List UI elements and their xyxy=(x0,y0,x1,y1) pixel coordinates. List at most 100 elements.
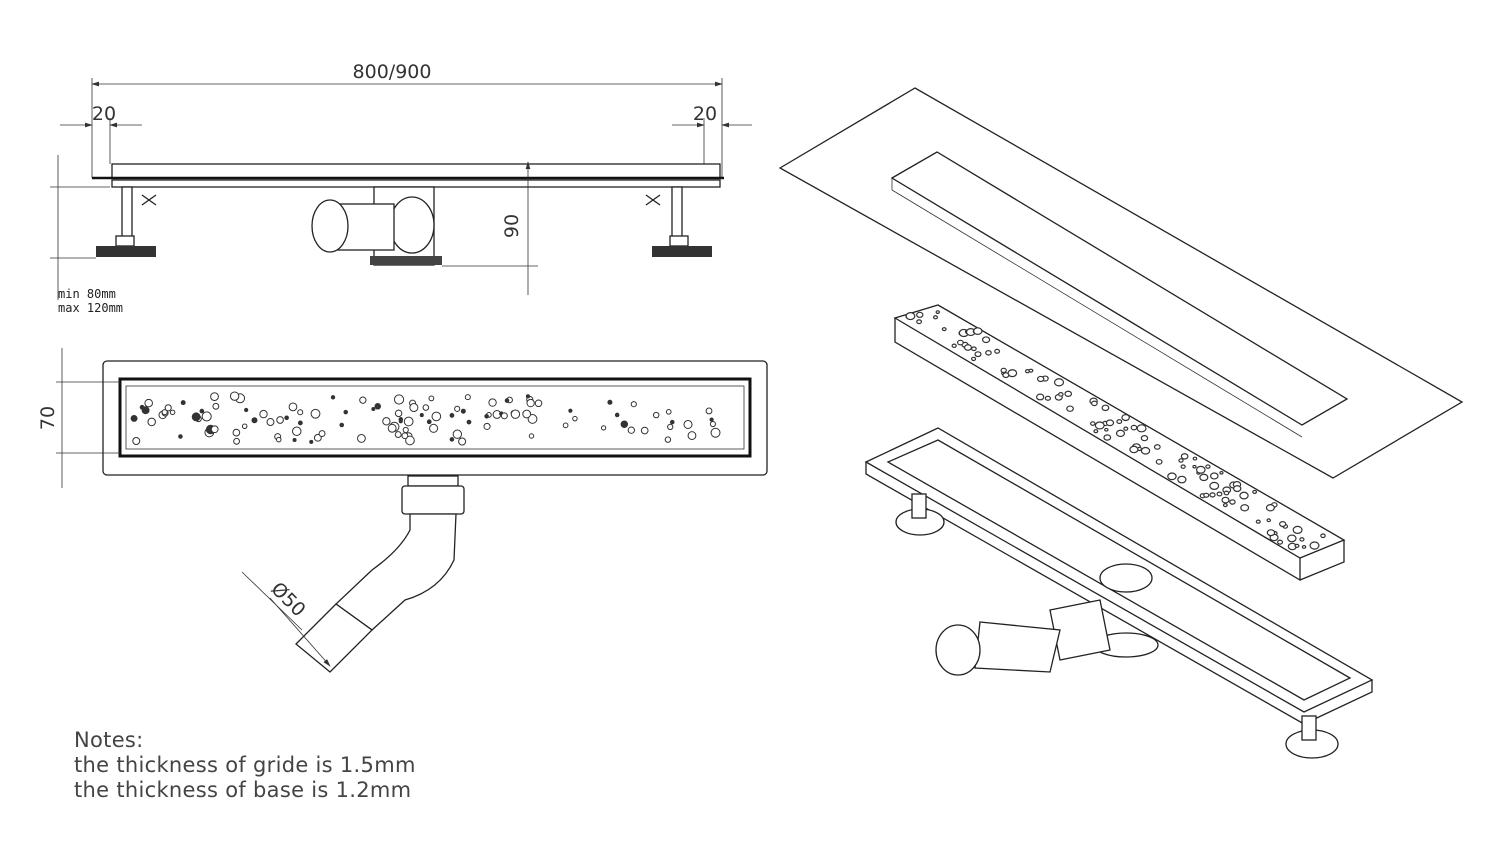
grate-hole xyxy=(232,428,241,437)
grate-hole xyxy=(212,402,220,410)
grate-hole xyxy=(614,412,620,418)
grate-hole xyxy=(1223,490,1230,496)
grate-hole xyxy=(244,407,249,413)
grate-hole xyxy=(916,311,924,318)
grate-hole xyxy=(402,426,409,434)
grate-hole xyxy=(144,398,153,408)
grate-hole xyxy=(374,403,382,410)
grate-hole xyxy=(1279,521,1287,528)
grate-hole xyxy=(1090,421,1096,426)
pipe-diameter-label: Ø50 xyxy=(266,578,309,621)
grate-hole xyxy=(526,398,535,408)
grate-hole xyxy=(1091,400,1098,407)
grate-hole xyxy=(1287,534,1297,543)
grate-hole xyxy=(1199,473,1209,482)
tile-sheet xyxy=(778,87,1464,479)
grate-hole xyxy=(1121,413,1130,422)
iso-outlet-pipe-end xyxy=(935,624,981,676)
grate-hole xyxy=(449,413,455,418)
grate-hole xyxy=(164,404,172,412)
grate-hole xyxy=(1299,537,1305,542)
grate-hole xyxy=(971,346,977,352)
grate-hole xyxy=(1093,429,1099,434)
leg-min-label: min 80mm xyxy=(58,287,116,301)
grate-hole xyxy=(371,407,376,412)
grate-hole xyxy=(1192,456,1198,461)
grate-hole xyxy=(276,436,282,443)
grate-hole xyxy=(1104,427,1109,432)
grate-hole xyxy=(309,439,314,444)
grate-hole xyxy=(935,310,940,314)
grate-hole xyxy=(1064,390,1073,398)
grate-hole xyxy=(357,434,366,443)
isometric-view xyxy=(778,87,1464,759)
grate-hole xyxy=(510,409,521,419)
grate-hole xyxy=(1240,504,1250,512)
grate-hole xyxy=(210,392,219,401)
grate-hole xyxy=(620,420,629,428)
grate-hole xyxy=(488,398,497,407)
grate-hole xyxy=(963,344,972,351)
grate-hole xyxy=(1210,472,1219,480)
height-label: 90 xyxy=(501,214,523,238)
grate-hole xyxy=(139,404,145,410)
grate-hole xyxy=(705,407,713,415)
grate-hole xyxy=(359,396,367,404)
grate-hole xyxy=(600,425,607,431)
grate-hole xyxy=(1320,533,1326,539)
grate-hole xyxy=(709,420,716,428)
grate-hole xyxy=(130,414,138,422)
drain-hole xyxy=(1099,563,1153,593)
grate-hole xyxy=(1123,426,1129,431)
length-label: 800/900 xyxy=(353,61,432,83)
grate-hole xyxy=(981,336,991,344)
grate-hole xyxy=(1221,496,1230,504)
grate-hole xyxy=(970,356,977,362)
grate-hole xyxy=(428,395,435,402)
grate-hole xyxy=(572,415,578,422)
grate-iso-hole-pattern xyxy=(905,310,1326,551)
grate-hole xyxy=(1036,393,1045,401)
grate-hole xyxy=(191,412,201,422)
grate-hole xyxy=(310,408,321,419)
flange-outline xyxy=(102,360,768,476)
grate-hole xyxy=(422,404,430,411)
grate-hole xyxy=(169,409,176,416)
grate-hole xyxy=(905,312,916,321)
grate-hole xyxy=(665,409,672,415)
grate-hole xyxy=(664,436,672,443)
grate-hole xyxy=(199,408,205,414)
grate-hole xyxy=(394,431,402,439)
grate-hole xyxy=(627,426,635,434)
grate-hole xyxy=(568,408,573,413)
grate-hole xyxy=(1000,367,1007,374)
grate-hole xyxy=(201,411,212,422)
grate-hole xyxy=(1209,492,1216,498)
grate-hole xyxy=(1294,543,1300,548)
grate-hole xyxy=(313,433,322,442)
grate-hole xyxy=(1192,464,1197,469)
grate-hole xyxy=(504,398,510,403)
grate-hole xyxy=(640,426,649,435)
grate-hole xyxy=(1105,419,1115,427)
grate-hole xyxy=(1053,378,1065,387)
pipe-segment xyxy=(295,603,373,673)
grate-hole xyxy=(1094,421,1105,430)
grate-hole xyxy=(1219,470,1224,475)
grate-hole xyxy=(985,350,992,356)
grate-hole xyxy=(1101,404,1110,412)
grate-hole xyxy=(276,416,284,424)
grate-hole xyxy=(405,435,415,446)
grate-hole xyxy=(1180,453,1189,460)
grate-hole xyxy=(398,419,403,424)
grate-hole xyxy=(466,419,472,425)
grate-hole xyxy=(1129,445,1139,454)
grate-hole xyxy=(233,437,240,445)
grate-hole xyxy=(393,394,405,405)
grate-hole xyxy=(1058,392,1064,397)
grate-hole xyxy=(1002,372,1010,379)
grate-hole xyxy=(449,437,455,442)
grate-hole xyxy=(1116,419,1123,425)
grate-hole xyxy=(161,409,168,416)
